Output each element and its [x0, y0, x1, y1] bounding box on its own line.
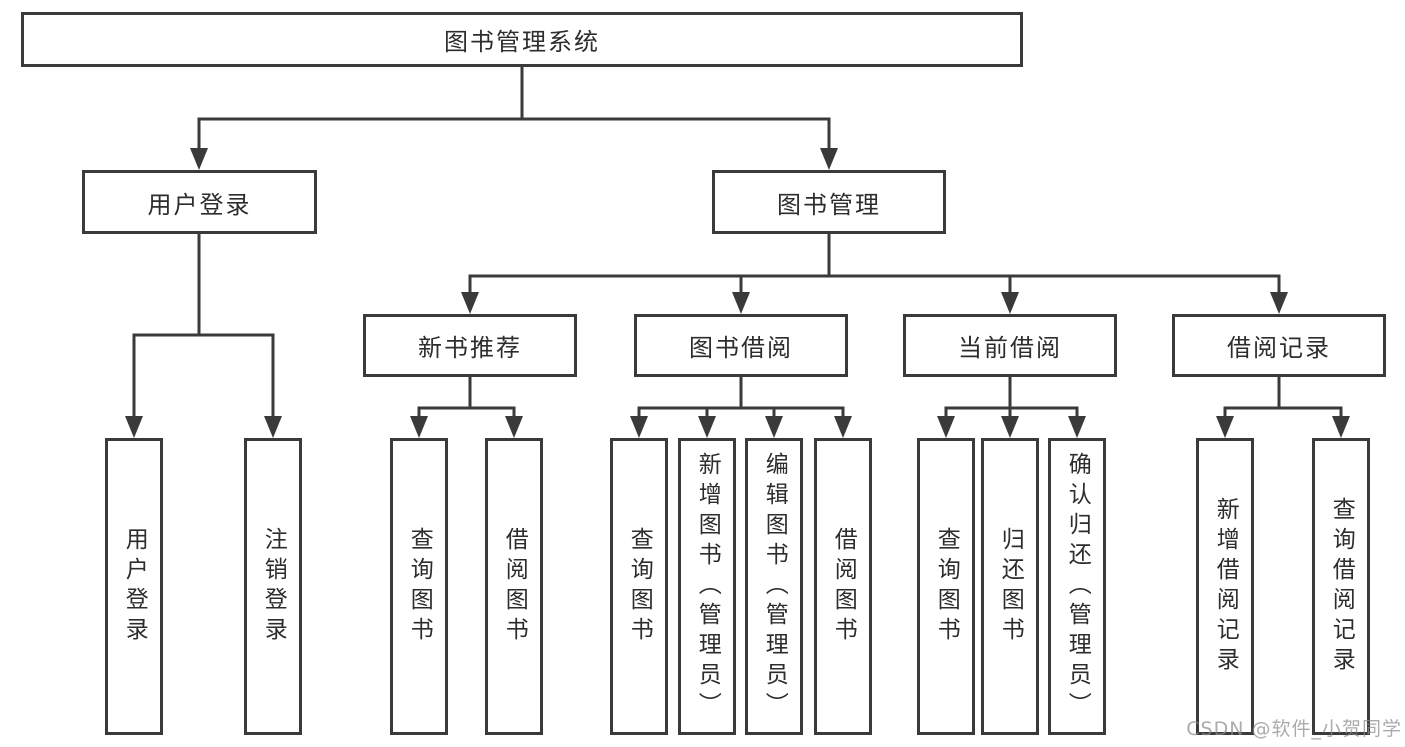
- leaf-logout: 注销登录: [244, 438, 302, 735]
- csdn-watermark: CSDN @软件_小贺同学: [1186, 718, 1402, 740]
- node-user-login: 用户登录: [82, 170, 317, 234]
- node-label: 查询图书: [406, 526, 433, 647]
- node-label: 借阅图书: [501, 526, 528, 647]
- connector-book-borrow-children: [630, 377, 852, 438]
- node-current-borrow: 当前借阅: [903, 314, 1117, 377]
- node-label: 归还图书: [997, 526, 1024, 647]
- leaf-confirm-return-admin: 确认归还（管理员）: [1048, 438, 1106, 735]
- leaf-edit-book-admin: 编辑图书（管理员）: [745, 438, 803, 735]
- node-label: 编辑图书（管理员）: [761, 451, 788, 722]
- node-borrow-records: 借阅记录: [1172, 314, 1386, 377]
- node-label: 借阅记录: [1227, 334, 1331, 362]
- node-label: 新增图书（管理员）: [694, 451, 721, 722]
- leaf-borrow-books-recommend: 借阅图书: [485, 438, 543, 735]
- leaf-query-books-current: 查询图书: [917, 438, 975, 735]
- node-label: 图书管理系统: [444, 28, 600, 56]
- connector-user-login-children: [125, 234, 282, 438]
- connector-root-to-level2: [190, 67, 838, 170]
- node-root: 图书管理系统: [21, 12, 1023, 67]
- node-label: 用户登录: [147, 190, 252, 219]
- node-book-management: 图书管理: [712, 170, 946, 234]
- leaf-borrow-books: 借阅图书: [814, 438, 872, 735]
- node-label: 图书借阅: [689, 334, 793, 362]
- connector-book-management-children: [461, 234, 1288, 314]
- connector-new-book-children: [410, 377, 523, 438]
- node-label: 图书管理: [777, 190, 881, 219]
- node-label: 注销登录: [260, 526, 287, 647]
- leaf-return-book: 归还图书: [981, 438, 1039, 735]
- node-book-borrow: 图书借阅: [634, 314, 848, 377]
- leaf-add-borrow-record: 新增借阅记录: [1196, 438, 1254, 735]
- node-new-book-recommend: 新书推荐: [363, 314, 577, 377]
- node-label: 确认归还（管理员）: [1064, 451, 1091, 722]
- node-label: 查询图书: [933, 526, 960, 647]
- leaf-user-login: 用户登录: [105, 438, 163, 735]
- leaf-query-books-recommend: 查询图书: [390, 438, 448, 735]
- node-label: 查询借阅记录: [1328, 496, 1355, 677]
- node-label: 查询图书: [626, 526, 653, 647]
- node-label: 新增借阅记录: [1212, 496, 1239, 677]
- leaf-query-books-borrow: 查询图书: [610, 438, 668, 735]
- connector-current-borrow-children: [937, 377, 1086, 438]
- node-label: 新书推荐: [418, 334, 522, 362]
- leaf-add-book-admin: 新增图书（管理员）: [678, 438, 736, 735]
- node-label: 当前借阅: [958, 334, 1062, 362]
- node-label: 借阅图书: [830, 526, 857, 647]
- leaf-query-borrow-record: 查询借阅记录: [1312, 438, 1370, 735]
- connector-borrow-records-children: [1216, 377, 1350, 438]
- node-label: 用户登录: [121, 526, 148, 647]
